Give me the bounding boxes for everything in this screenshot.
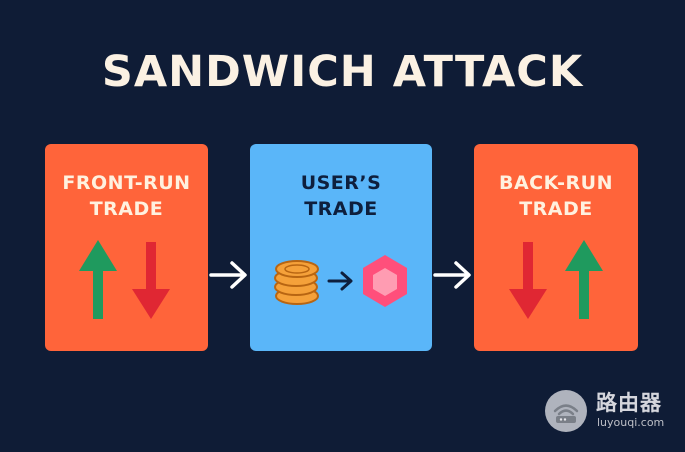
back-run-label: BACK-RUN TRADE [474, 170, 638, 222]
user-trade-graphic [274, 255, 407, 307]
arrow-right-icon [327, 271, 353, 291]
front-run-box: FRONT-RUN TRADE [45, 144, 208, 351]
front-run-label: FRONT-RUN TRADE [45, 170, 208, 222]
coin-stack-icon [274, 260, 319, 305]
arrow-up-icon [565, 240, 603, 319]
watermark: 路由器 luyouqi.com [545, 389, 675, 435]
front-run-label-line1: FRONT-RUN [62, 172, 191, 194]
token-hexagon-icon [363, 255, 407, 307]
arrow-right-icon [209, 261, 247, 289]
arrow-down-icon [509, 242, 547, 319]
watermark-name: 路由器 [596, 391, 662, 415]
arrow-right-icon [433, 261, 471, 289]
front-run-arrows [79, 240, 170, 319]
back-run-label-line2: TRADE [519, 198, 593, 220]
arrow-up-icon [79, 240, 117, 319]
back-run-box: BACK-RUN TRADE [474, 144, 638, 351]
user-trade-label-line2: TRADE [304, 198, 378, 220]
router-icon [553, 404, 579, 423]
user-trade-box: USER’S TRADE [250, 144, 432, 351]
back-run-arrows [509, 240, 603, 319]
diagram-title: SANDWICH ATTACK [101, 47, 584, 97]
back-run-label-line1: BACK-RUN [498, 172, 614, 194]
front-run-label-line2: TRADE [89, 198, 164, 220]
user-trade-label: USER’S TRADE [250, 170, 432, 222]
router-logo [545, 390, 587, 432]
user-trade-label-line1: USER’S [300, 172, 382, 194]
arrow-down-icon [132, 242, 170, 319]
watermark-url: luyouqi.com [597, 416, 665, 429]
